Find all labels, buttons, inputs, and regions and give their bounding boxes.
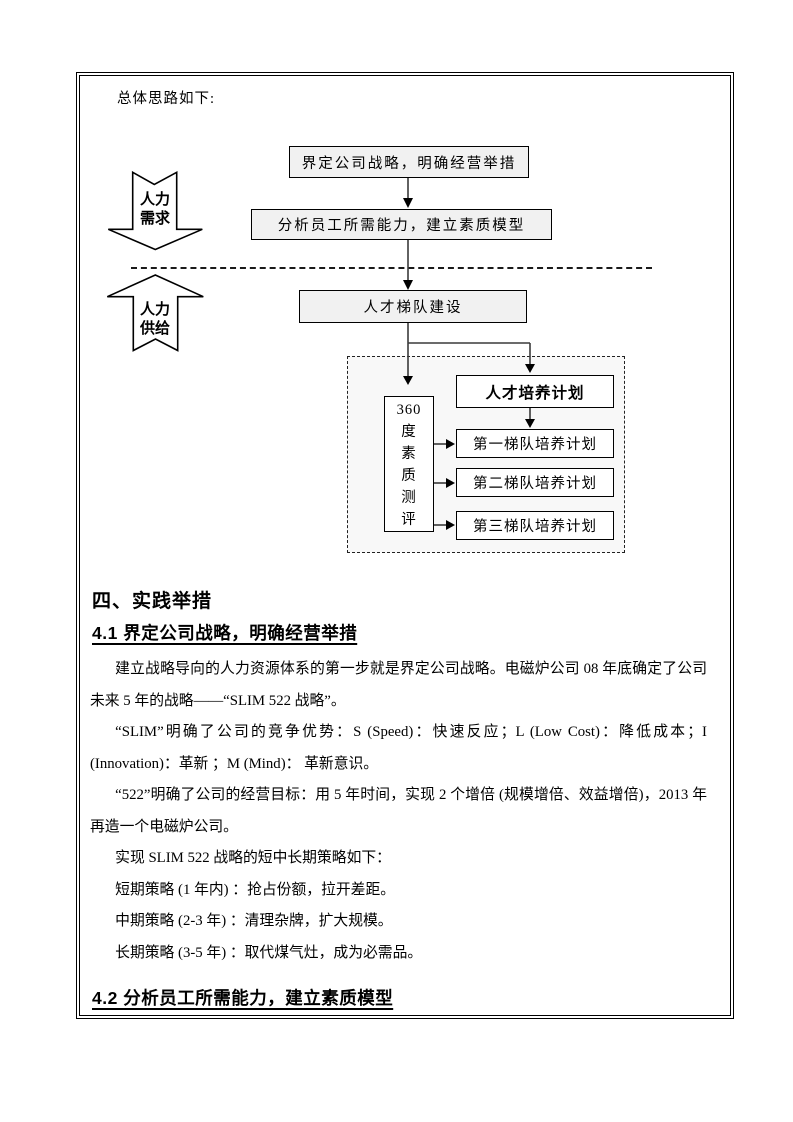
paragraph: 中期策略 (2-3 年) ：清理杂牌，扩大规模。 xyxy=(115,913,393,929)
demand-supply-divider xyxy=(131,267,652,269)
paragraph: “SLIM”明确了公司的竞争优势：S (Speed)：快速反应；L (Low C… xyxy=(90,724,707,772)
box-training-plan: 人才培养计划 xyxy=(456,375,614,408)
box-analyze-competency: 分析员工所需能力，建立素质模型 xyxy=(251,209,552,240)
hr-demand-label-line2: 需求 xyxy=(139,210,170,227)
hr-demand-label: 人力 需求 xyxy=(125,190,185,228)
paragraph: “522”明确了公司的经营目标：用 5 年时间，实现 2 个增倍 (规模增倍、效… xyxy=(90,787,707,835)
box-tier2-plan: 第二梯队培养计划 xyxy=(456,468,614,497)
box-tier3-plan: 第三梯队培养计划 xyxy=(456,511,614,540)
paragraph: 建立战略导向的人力资源体系的第一步就是界定公司战略。电磁炉公司 08 年底确定了… xyxy=(90,661,707,709)
intro-text: 总体思路如下: xyxy=(117,91,216,107)
subsection-41-heading: 4.1 界定公司战略，明确经营举措 xyxy=(92,623,358,643)
hr-supply-label: 人力 供给 xyxy=(125,300,185,338)
page-border-outer xyxy=(76,72,734,1019)
hr-supply-label-line2: 供给 xyxy=(139,320,170,337)
box-360-assessment: 360 度 素 质 测 评 xyxy=(384,396,434,532)
paragraph: 长期策略 (3-5 年) ：取代煤气灶，成为必需品。 xyxy=(115,944,423,961)
section-heading: 四、实践举措 xyxy=(92,591,213,612)
paragraph: 短期策略 (1 年内) ：抢占份额，拉开差距。 xyxy=(115,881,396,898)
section-41-body: 建立战略导向的人力资源体系的第一步就是界定公司战略。电磁炉公司 08 年底确定了… xyxy=(90,654,707,969)
box-talent-echelon: 人才梯队建设 xyxy=(299,290,527,323)
hr-supply-label-line1: 人力 xyxy=(139,301,170,318)
paragraph: 实现 SLIM 522 战略的短中长期策略如下： xyxy=(115,850,391,866)
subsection-42-heading: 4.2 分析员工所需能力，建立素质模型 xyxy=(92,988,394,1008)
box-tier1-plan: 第一梯队培养计划 xyxy=(456,429,614,458)
box-define-strategy: 界定公司战略，明确经营举措 xyxy=(289,146,529,178)
page-border-inner xyxy=(79,75,731,1016)
hr-demand-label-line1: 人力 xyxy=(139,191,170,208)
